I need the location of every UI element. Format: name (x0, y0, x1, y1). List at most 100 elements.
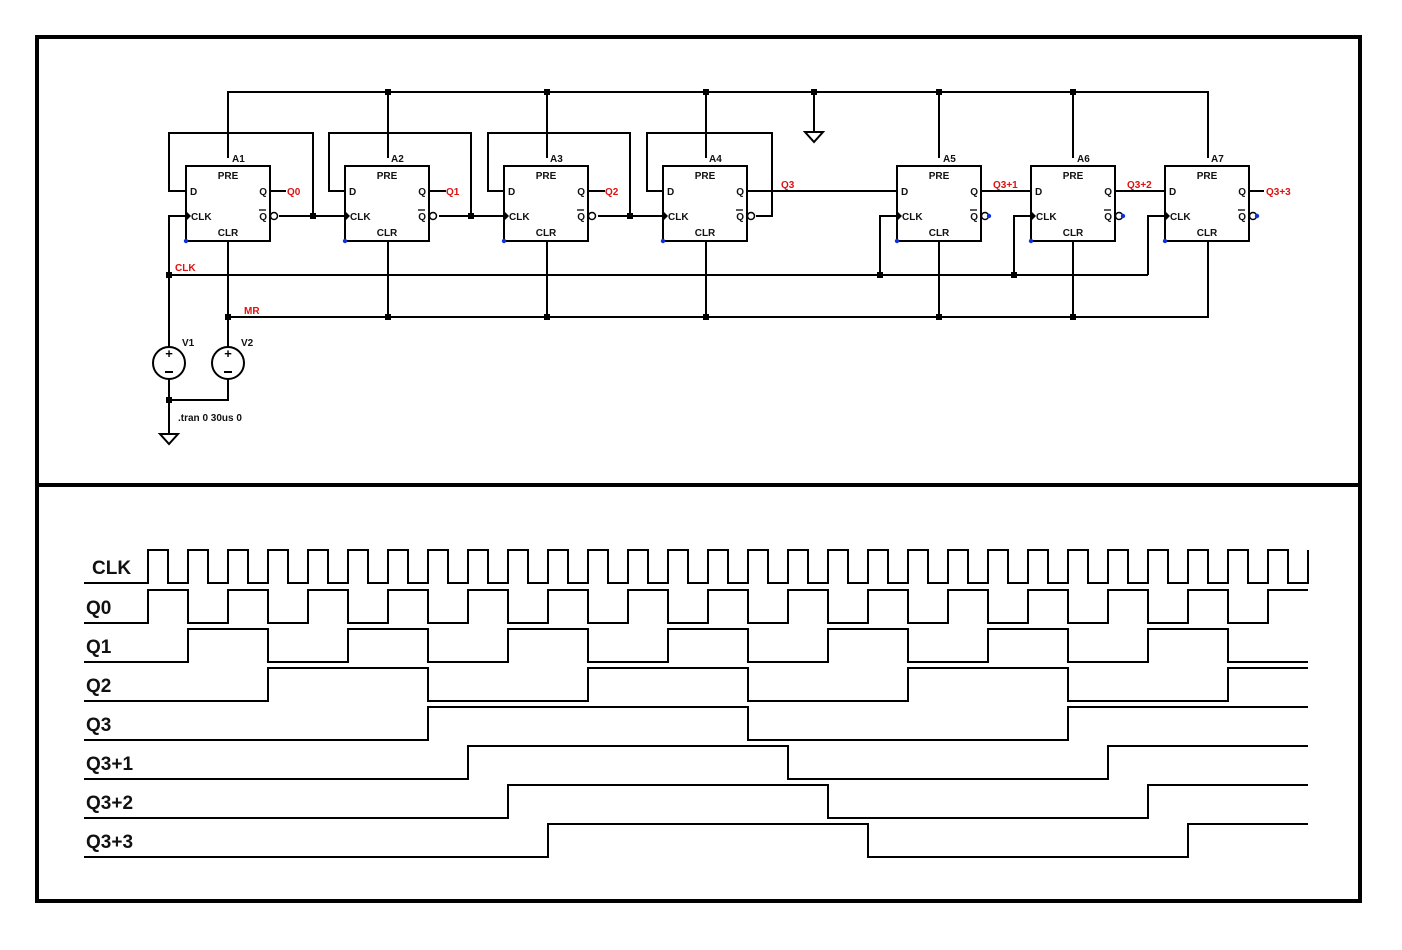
net-label-q1: Q1 (446, 187, 460, 198)
voltage-source-v1: + V1 (152, 338, 195, 380)
pin-dot (986, 213, 992, 219)
pin-label-pre: PRE (929, 171, 950, 182)
pin-label-d: D (349, 187, 356, 198)
pin-label-d: D (190, 187, 197, 198)
pin-label-clr: CLR (377, 228, 398, 239)
inversion-bubble (587, 211, 597, 221)
inversion-bubble (269, 211, 279, 221)
pin-dot (660, 238, 666, 244)
pin-label-clr: CLR (1197, 228, 1218, 239)
spice-directive: .tran 0 30us 0 (178, 413, 242, 424)
ff-name-label: A6 (1077, 154, 1090, 165)
ff-name-label: A3 (550, 154, 563, 165)
net-label-q3p1: Q3+1 (993, 180, 1018, 191)
pin-dot (1162, 238, 1168, 244)
pin-label-qbar: Q (418, 212, 426, 223)
pin-label-clk: CLK (902, 212, 923, 223)
source-label-v1: V1 (182, 338, 195, 349)
pin-label-qbar: Q (970, 212, 978, 223)
pin-dot (894, 238, 900, 244)
clock-edge-marker (345, 211, 350, 221)
waveform-trace-q3p1 (84, 745, 1308, 780)
pin-label-qbar: Q (1104, 212, 1112, 223)
net-label-q3p3: Q3+3 (1266, 187, 1291, 198)
ff-name-label: A1 (232, 154, 245, 165)
pin-label-pre: PRE (536, 171, 557, 182)
net-label-clk: CLK (175, 263, 196, 274)
pin-label-q: Q (418, 187, 426, 198)
inversion-bubble (428, 211, 438, 221)
clock-edge-marker (504, 211, 509, 221)
pin-label-qbar: Q (736, 212, 744, 223)
pin-label-clr: CLR (536, 228, 557, 239)
pin-label-clr: CLR (695, 228, 716, 239)
pin-dot (501, 238, 507, 244)
pin-label-clk: CLK (668, 212, 689, 223)
pin-label-q: Q (259, 187, 267, 198)
outer-frame (35, 35, 1362, 903)
pin-label-clk: CLK (1036, 212, 1057, 223)
net-label-q2: Q2 (605, 187, 619, 198)
ff-name-label: A4 (709, 154, 722, 165)
pin-label-d: D (1169, 187, 1176, 198)
net-label-q0: Q0 (287, 187, 301, 198)
pin-label-q: Q (970, 187, 978, 198)
clock-edge-marker (186, 211, 191, 221)
inversion-bubble (746, 211, 756, 221)
pin-label-pre: PRE (377, 171, 398, 182)
clock-edge-marker (663, 211, 668, 221)
pin-label-q: Q (736, 187, 744, 198)
pin-label-pre: PRE (218, 171, 239, 182)
waveform-trace-q2 (84, 667, 1308, 702)
wire-junctions (166, 89, 1076, 403)
net-label-mr: MR (244, 306, 260, 317)
pin-label-q: Q (1104, 187, 1112, 198)
schematic-wires (168, 91, 1264, 434)
pin-label-d: D (1035, 187, 1042, 198)
pin-label-q: Q (1238, 187, 1246, 198)
pin-label-qbar: Q (577, 212, 585, 223)
svg-text:+: + (224, 346, 232, 361)
pin-label-clk: CLK (509, 212, 530, 223)
waveform-label: CLK (92, 558, 131, 579)
ground-symbol-bottom (157, 433, 181, 446)
pin-dot (1120, 213, 1126, 219)
waveform-label: Q1 (86, 637, 112, 658)
waveform-label: Q3+2 (86, 793, 133, 814)
pin-label-d: D (508, 187, 515, 198)
pin-label-clk: CLK (191, 212, 212, 223)
pin-dot (183, 238, 189, 244)
pin-label-clr: CLR (1063, 228, 1084, 239)
pin-dot (342, 238, 348, 244)
net-label-q3: Q3 (781, 180, 795, 191)
ff-name-label: A7 (1211, 154, 1224, 165)
pin-dot (1254, 213, 1260, 219)
ff-name-label: A5 (943, 154, 956, 165)
pin-label-clr: CLR (929, 228, 950, 239)
waveform-trace-q0 (84, 589, 1308, 624)
pin-label-clk: CLK (1170, 212, 1191, 223)
pin-label-clk: CLK (350, 212, 371, 223)
waveform-trace-q3 (84, 706, 1308, 741)
waveform-trace-q1 (84, 628, 1308, 663)
pin-dot (1028, 238, 1034, 244)
pin-label-clr: CLR (218, 228, 239, 239)
pin-label-pre: PRE (695, 171, 716, 182)
svg-text:+: + (165, 346, 173, 361)
waveform-trace-q3p2 (84, 784, 1308, 819)
source-label-v2: V2 (241, 338, 254, 349)
waveform-label: Q3+3 (86, 832, 133, 853)
pin-label-d: D (667, 187, 674, 198)
pin-label-q: Q (577, 187, 585, 198)
waveform-label: Q3 (86, 715, 111, 736)
waveform-label: Q3+1 (86, 754, 133, 775)
pin-label-pre: PRE (1063, 171, 1084, 182)
voltage-source-v2: + V2 (211, 338, 254, 380)
pin-label-qbar: Q (259, 212, 267, 223)
